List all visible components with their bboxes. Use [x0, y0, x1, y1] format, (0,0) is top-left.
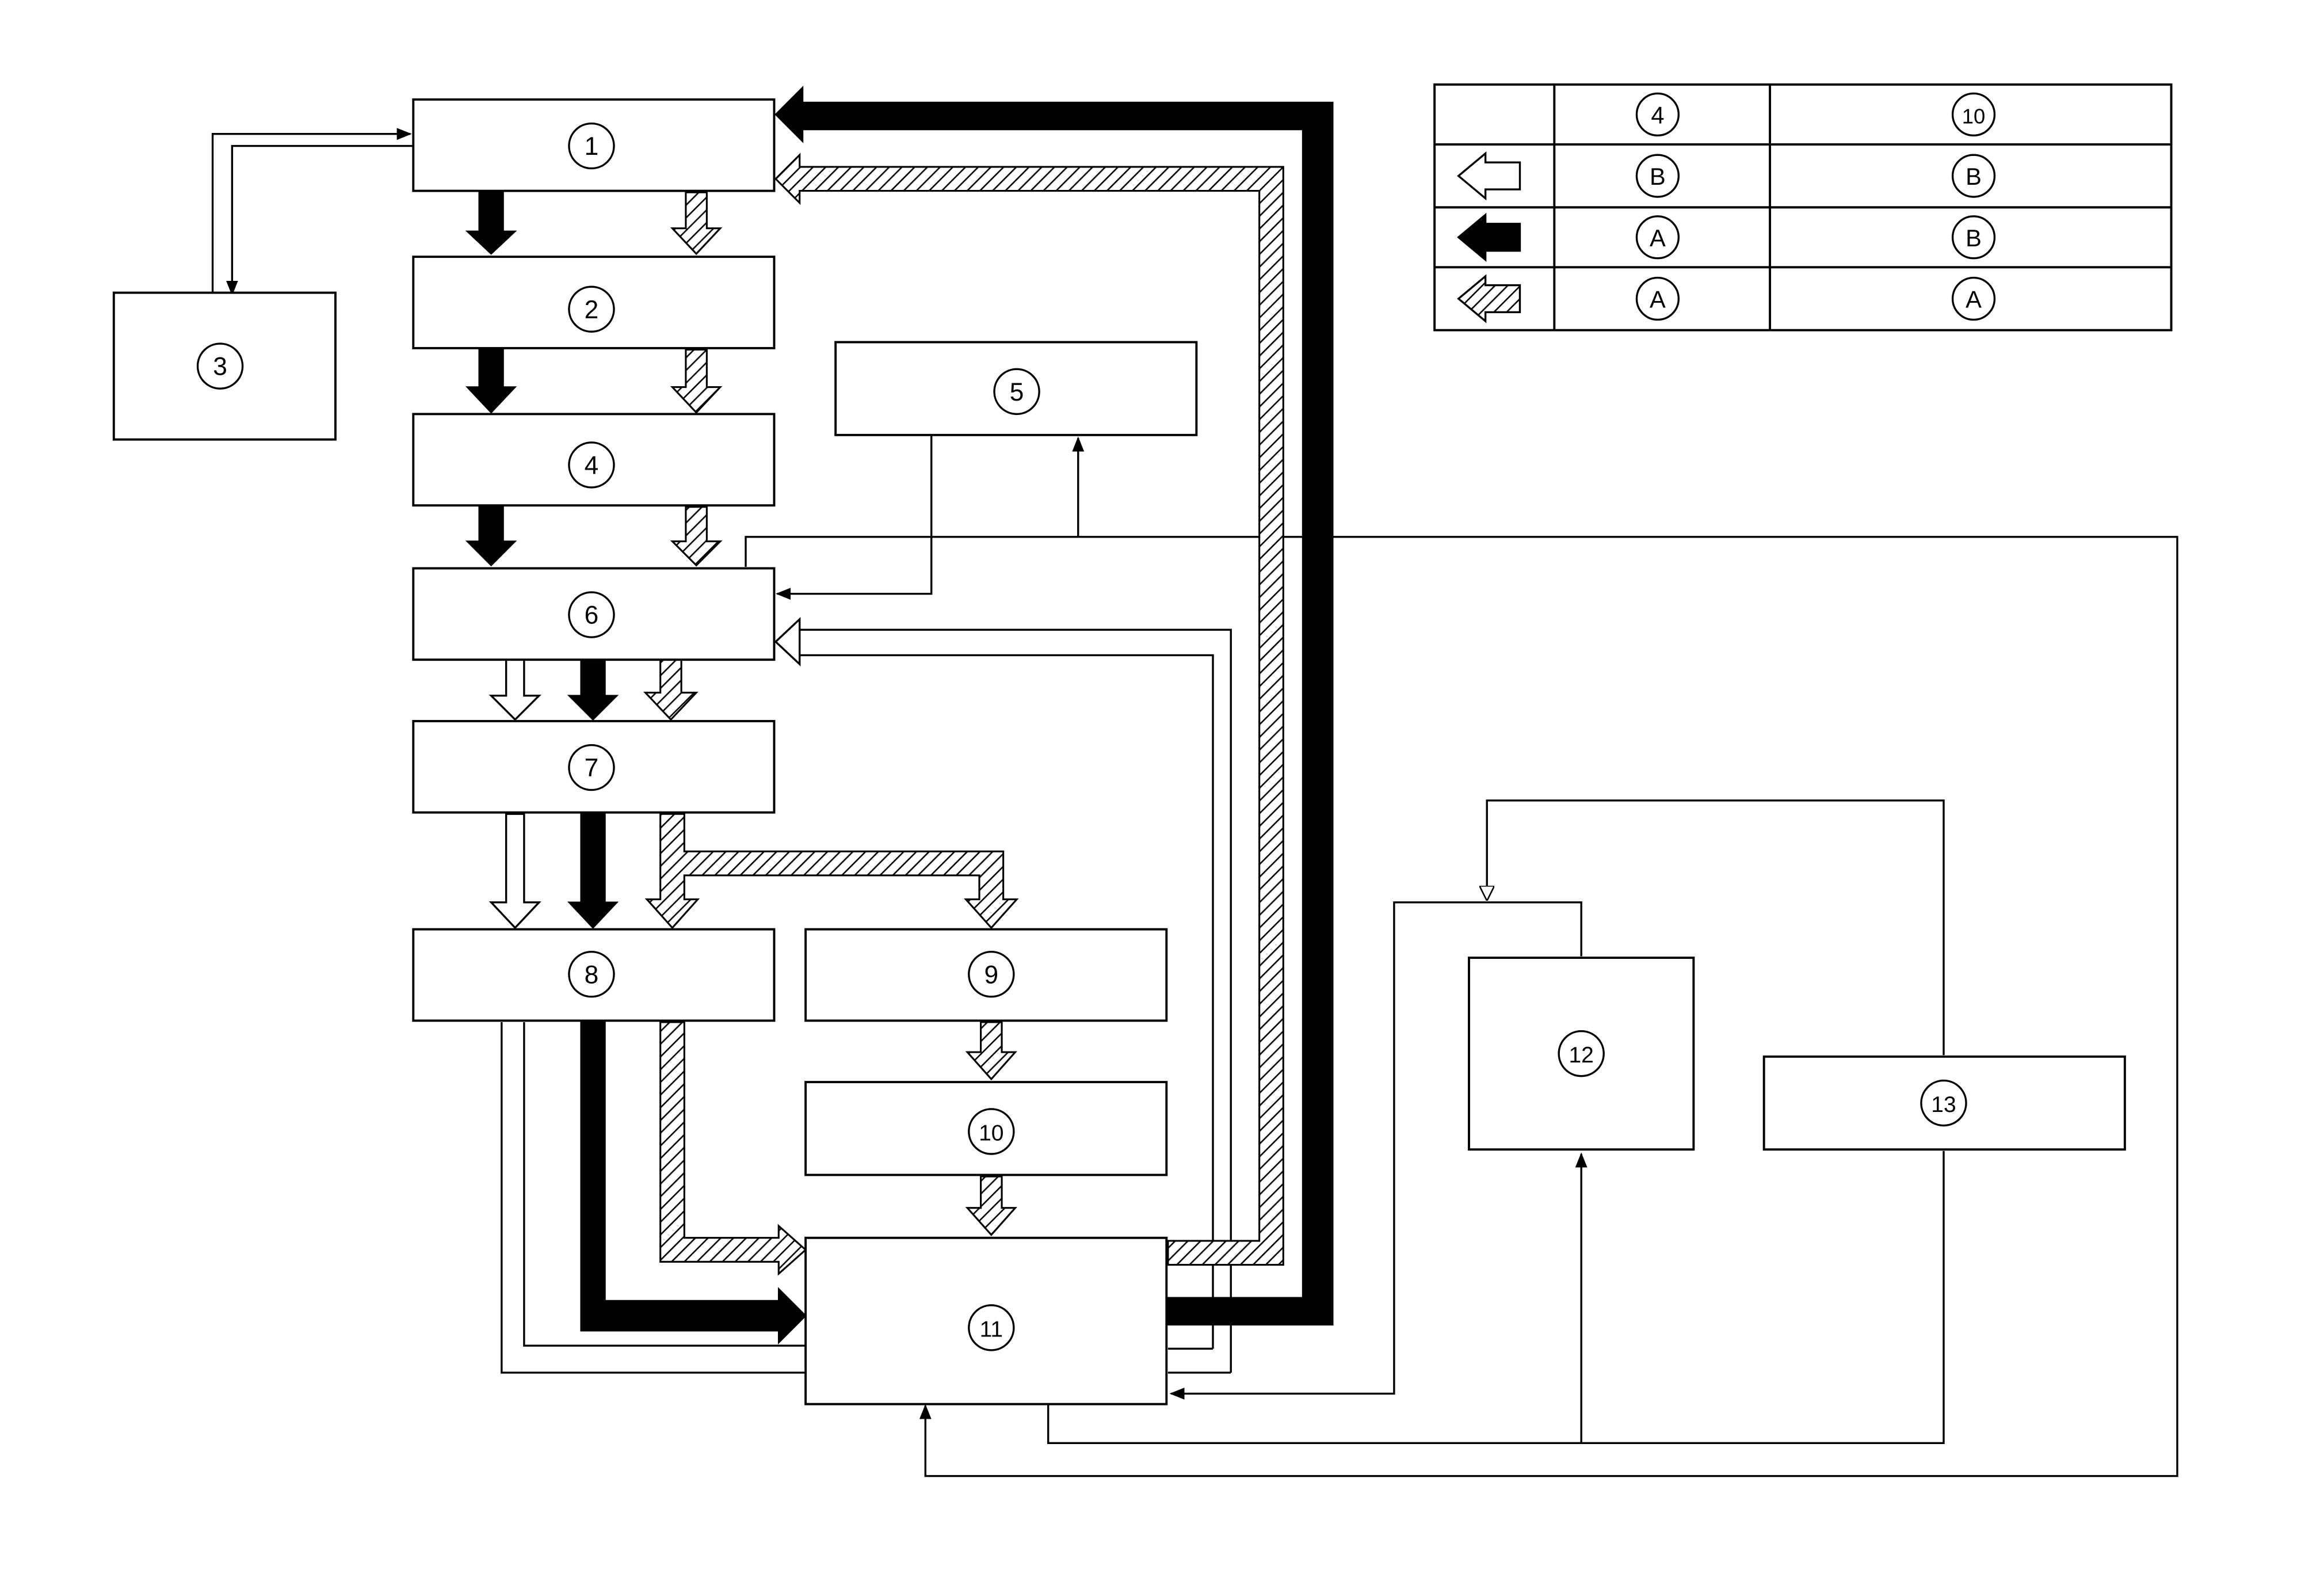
block-2-label: 2 — [585, 296, 599, 324]
legend-col-header-1: 4 — [1651, 102, 1664, 129]
legend-table: 4 10 B B A B A A — [1433, 83, 2173, 332]
legend-cell: B — [1966, 163, 1982, 190]
legend-cell: B — [1650, 163, 1666, 190]
block-3-label: 3 — [213, 353, 227, 381]
block-4 — [412, 413, 776, 507]
block-10-label: 10 — [979, 1121, 1003, 1146]
black-arrow-icon — [1457, 212, 1521, 262]
block-11-label: 11 — [980, 1317, 1003, 1342]
block-12-label: 12 — [1569, 1043, 1593, 1068]
connector-lines — [211, 128, 2178, 1477]
blocks — [112, 98, 2126, 1405]
legend-cell: A — [1650, 286, 1666, 313]
block-4-label: 4 — [585, 451, 599, 479]
legend-cell: A — [1650, 224, 1666, 252]
legend-col-header-2: 10 — [1962, 105, 1986, 128]
block-1-label: 1 — [585, 132, 599, 161]
block-6-label: 6 — [585, 601, 599, 630]
block-9-label: 9 — [984, 961, 999, 989]
block-13-label: 13 — [1931, 1092, 1956, 1117]
legend-cell: B — [1966, 224, 1982, 252]
black-flow-arrows — [465, 85, 1334, 1345]
block-7-label: 7 — [585, 754, 599, 782]
block-8-label: 8 — [585, 961, 599, 989]
white-flow-arrows — [489, 617, 801, 930]
hatched-arrow-icon — [1457, 274, 1521, 323]
white-arrow-icon — [1457, 151, 1521, 201]
block-5-label: 5 — [1010, 378, 1024, 406]
block-labels — [196, 122, 1967, 1351]
legend-cell: A — [1966, 286, 1982, 313]
hatched-flow-arrows — [643, 153, 1284, 1276]
